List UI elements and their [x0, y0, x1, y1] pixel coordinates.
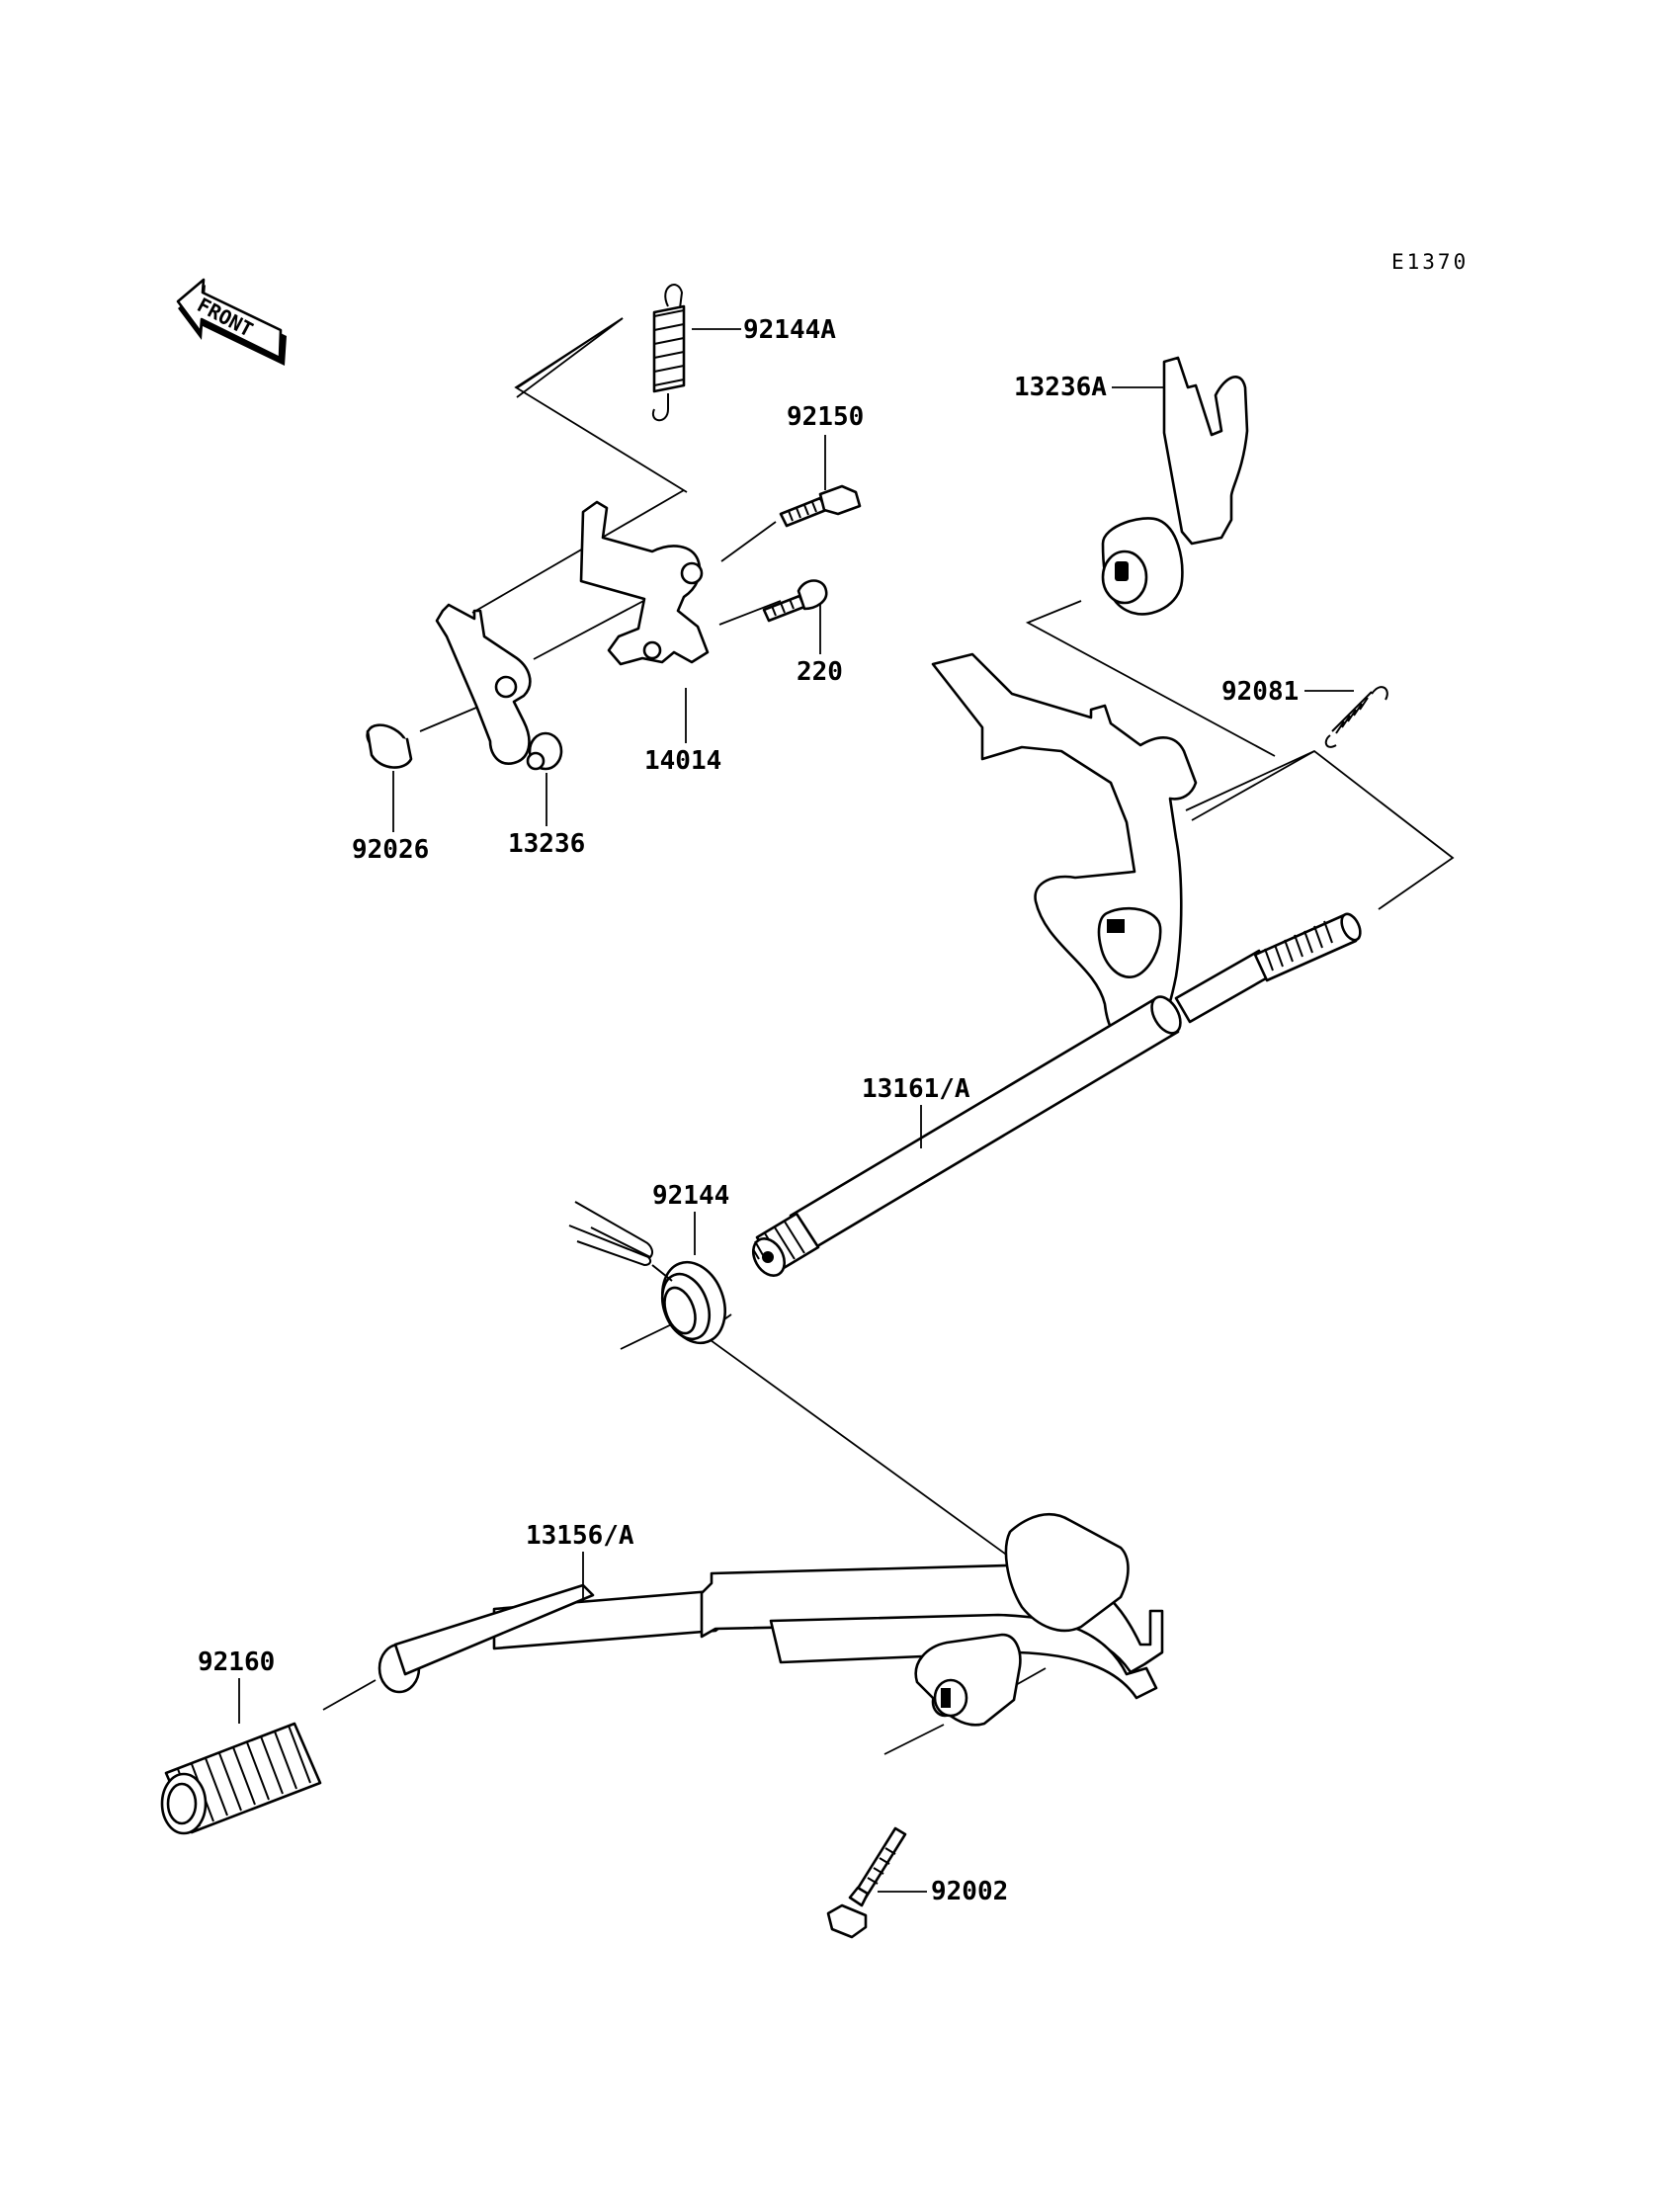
leader-lines [322, 317, 1455, 1755]
label-92002: 92002 [931, 1877, 1008, 1906]
shift-shaft-13161A-icon [751, 652, 1362, 1277]
spring-92081-icon [1324, 686, 1388, 748]
label-92160: 92160 [198, 1648, 275, 1677]
lever-13236-icon [435, 603, 563, 771]
label-92144: 92144 [652, 1181, 729, 1211]
front-arrow-icon: FRONT [176, 278, 287, 366]
label-13161A: 13161/A [862, 1074, 970, 1104]
label-92081: 92081 [1221, 677, 1299, 707]
pedal-rubber-92160-icon [160, 1722, 322, 1835]
label-92144A: 92144A [743, 315, 836, 345]
label-92026: 92026 [352, 835, 429, 865]
shift-pedal-13156A-icon [378, 1512, 1164, 1718]
label-92150: 92150 [787, 402, 864, 432]
washer-92026-icon [366, 723, 413, 769]
spring-92144A-icon [651, 284, 686, 422]
label-13236: 13236 [508, 829, 585, 859]
diagram-code: E1370 [1391, 250, 1469, 274]
fork-13236A-icon [1101, 356, 1249, 616]
label-13236A: 13236A [1014, 373, 1107, 402]
bracket-14014-icon [579, 500, 710, 666]
bolt-220-icon [762, 579, 828, 623]
bolt-92150-icon [779, 484, 862, 528]
spring-92144-icon [568, 1201, 726, 1345]
bolt-92002-icon [826, 1826, 907, 1939]
label-14014: 14014 [644, 746, 721, 776]
clamp-icon [914, 1633, 1022, 1727]
label-13156A: 13156/A [526, 1521, 634, 1551]
label-220: 220 [797, 657, 843, 687]
